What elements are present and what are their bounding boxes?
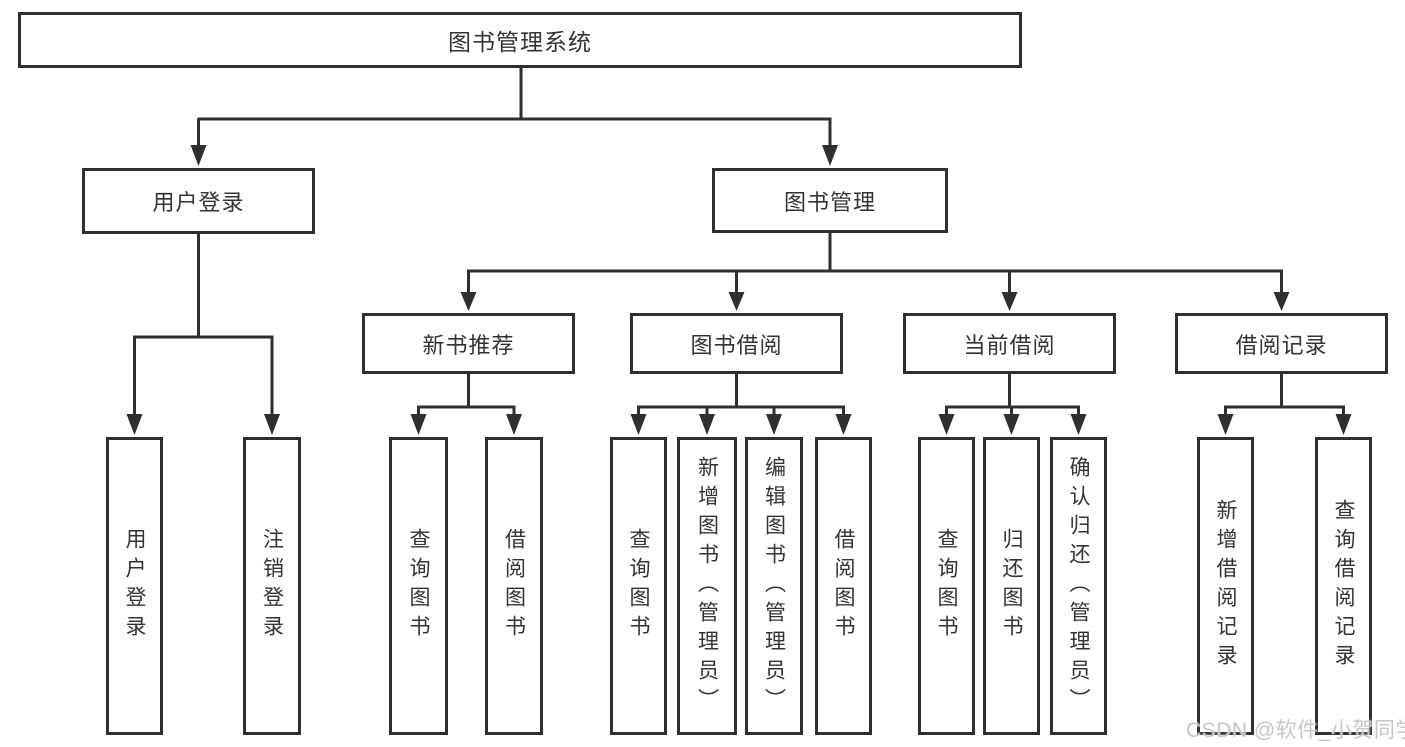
node-library-system-label: 图书管理系统 <box>448 29 592 55</box>
leaf-add-book-admin-label: 新增图书（管理员） <box>695 455 719 717</box>
leaf-edit-book-admin: 编辑图书（管理员） <box>745 437 803 735</box>
leaf-return-book-label: 归还图书 <box>1000 528 1023 644</box>
node-book-management: 图书管理 <box>712 168 948 233</box>
connector-new-book-recommend <box>410 374 522 435</box>
leaf-add-borrow-record-label: 新增借阅记录 <box>1214 499 1237 673</box>
leaf-confirm-return-admin-label: 确认归还（管理员） <box>1067 455 1090 717</box>
node-library-system: 图书管理系统 <box>18 12 1022 68</box>
connector-book-management <box>460 233 1290 311</box>
csdn-watermark: CSDN @软件_小贺同学 <box>1186 719 1405 742</box>
node-new-book-recommend: 新书推荐 <box>362 313 575 374</box>
node-book-management-label: 图书管理 <box>783 189 876 215</box>
leaf-borrow-books-recommend: 借阅图书 <box>485 437 543 735</box>
leaf-return-book: 归还图书 <box>983 437 1040 735</box>
node-borrow-records-label: 借阅记录 <box>1235 332 1328 358</box>
leaf-user-login: 用户登录 <box>106 437 163 735</box>
leaf-confirm-return-admin: 确认归还（管理员） <box>1050 437 1107 735</box>
leaf-add-book-admin: 新增图书（管理员） <box>677 437 737 735</box>
node-user-login: 用户登录 <box>82 168 315 234</box>
leaf-query-books-current-label: 查询图书 <box>935 528 958 644</box>
leaf-logout-label: 注销登录 <box>260 528 284 644</box>
connector-current-borrow <box>938 374 1087 435</box>
leaf-query-borrow-record-label: 查询借阅记录 <box>1332 499 1355 673</box>
node-new-book-recommend-label: 新书推荐 <box>422 332 515 358</box>
leaf-query-books-current: 查询图书 <box>918 437 975 735</box>
leaf-query-books-recommend: 查询图书 <box>389 437 448 735</box>
leaf-query-books-recommend-label: 查询图书 <box>407 528 430 644</box>
leaf-query-books-borrow: 查询图书 <box>610 437 667 735</box>
node-borrow-records: 借阅记录 <box>1175 313 1388 374</box>
node-current-borrow-label: 当前借阅 <box>963 332 1056 358</box>
leaf-query-books-borrow-label: 查询图书 <box>627 528 650 644</box>
node-user-login-label: 用户登录 <box>152 190 245 215</box>
connector-root <box>190 68 838 166</box>
leaf-borrow-books: 借阅图书 <box>815 437 872 735</box>
leaf-add-borrow-record: 新增借阅记录 <box>1197 437 1254 735</box>
leaf-borrow-books-label: 借阅图书 <box>832 528 855 644</box>
leaf-edit-book-admin-label: 编辑图书（管理员） <box>762 455 786 717</box>
connector-user-login <box>126 234 280 435</box>
leaf-query-borrow-record: 查询借阅记录 <box>1315 437 1372 735</box>
node-book-borrow: 图书借阅 <box>630 313 843 374</box>
node-current-borrow: 当前借阅 <box>903 313 1116 374</box>
node-book-borrow-label: 图书借阅 <box>690 332 783 358</box>
connector-book-borrow <box>630 374 852 435</box>
leaf-borrow-books-recommend-label: 借阅图书 <box>502 528 526 644</box>
connector-borrow-records <box>1217 374 1352 435</box>
leaf-logout: 注销登录 <box>243 437 301 735</box>
leaf-user-login-label: 用户登录 <box>123 528 146 644</box>
